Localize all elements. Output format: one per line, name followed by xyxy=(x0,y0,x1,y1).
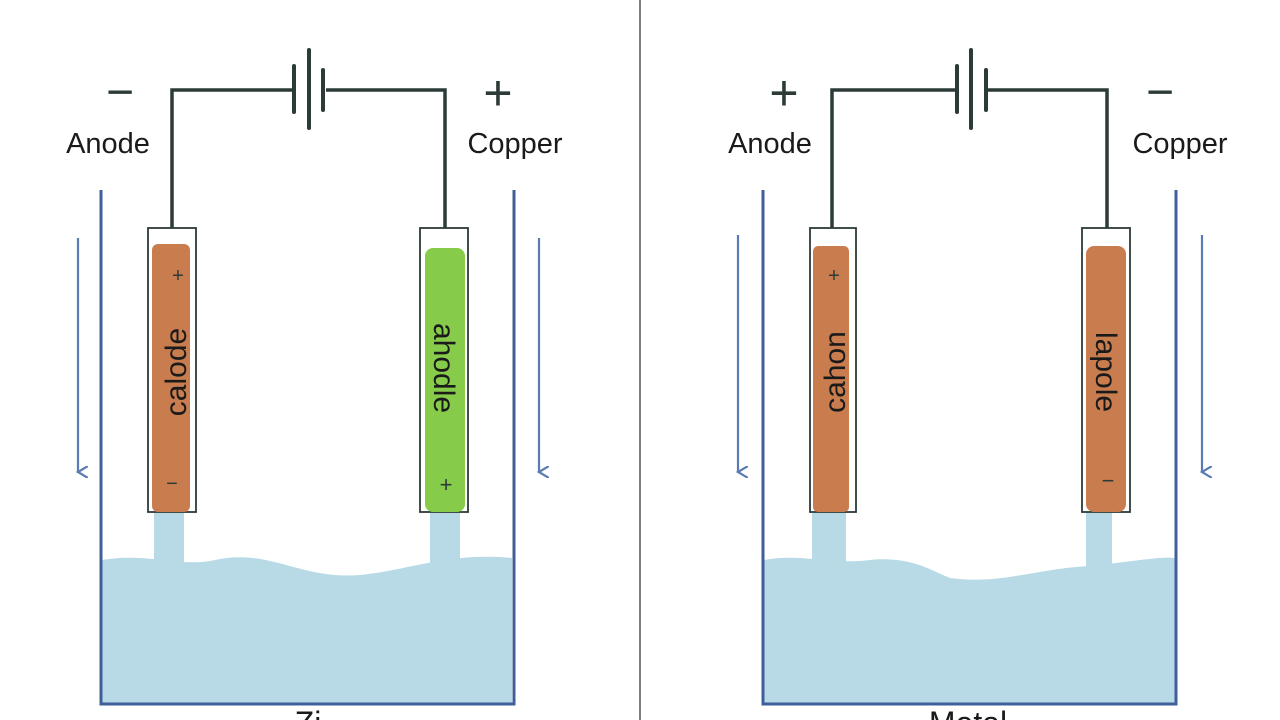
electrode-sign: + xyxy=(440,472,453,497)
right-cell: + − Anode Copper + cahon − lapole Metal xyxy=(728,48,1228,720)
left-wire-b xyxy=(326,88,447,228)
electrode-sign: − xyxy=(1102,468,1115,493)
right-dip-column-b xyxy=(1086,512,1112,567)
right-wire-b xyxy=(988,88,1109,228)
electrode-sign: + xyxy=(172,265,184,287)
electrode-label: cahon xyxy=(819,331,852,413)
right-wire-a xyxy=(830,88,958,228)
right-dip-column-a xyxy=(812,512,846,572)
right-electrode-cathode: + cahon xyxy=(809,227,857,513)
left-electrode-cathode: + − calode xyxy=(147,227,197,513)
left-electrolyte xyxy=(102,556,512,704)
left-bottom-caption: Zi xyxy=(295,705,322,720)
left-polarity-right: + xyxy=(483,65,512,121)
battery-symbol-icon xyxy=(955,48,988,130)
right-polarity-left: + xyxy=(769,65,798,121)
right-polarity-right: − xyxy=(1146,66,1174,119)
left-label-copper: Copper xyxy=(467,128,562,160)
right-bottom-caption: Metal xyxy=(929,705,1007,720)
electrode-sign: + xyxy=(828,265,840,287)
electrode-sign: − xyxy=(166,473,178,495)
left-dip-column-b xyxy=(430,512,460,567)
right-label-copper: Copper xyxy=(1132,128,1227,160)
electrode-label: ahodle xyxy=(427,323,460,413)
left-tank xyxy=(99,190,516,706)
battery-symbol-icon xyxy=(292,48,325,130)
left-wire-a xyxy=(170,88,296,228)
right-electrolyte xyxy=(764,557,1176,704)
electrode-label: calode xyxy=(160,328,193,416)
electrode-label: lapole xyxy=(1089,332,1122,412)
right-tank xyxy=(761,190,1178,706)
right-label-anode: Anode xyxy=(728,128,812,160)
left-electrode-anode: + ahodle xyxy=(419,227,469,513)
left-polarity-left: − xyxy=(106,66,134,119)
right-electrode-anode: − lapole xyxy=(1081,227,1131,513)
left-cell: − + Anode Copper + − calode + ahodle Zi xyxy=(66,48,563,720)
left-dip-column-a xyxy=(154,512,184,572)
left-label-anode: Anode xyxy=(66,128,150,160)
